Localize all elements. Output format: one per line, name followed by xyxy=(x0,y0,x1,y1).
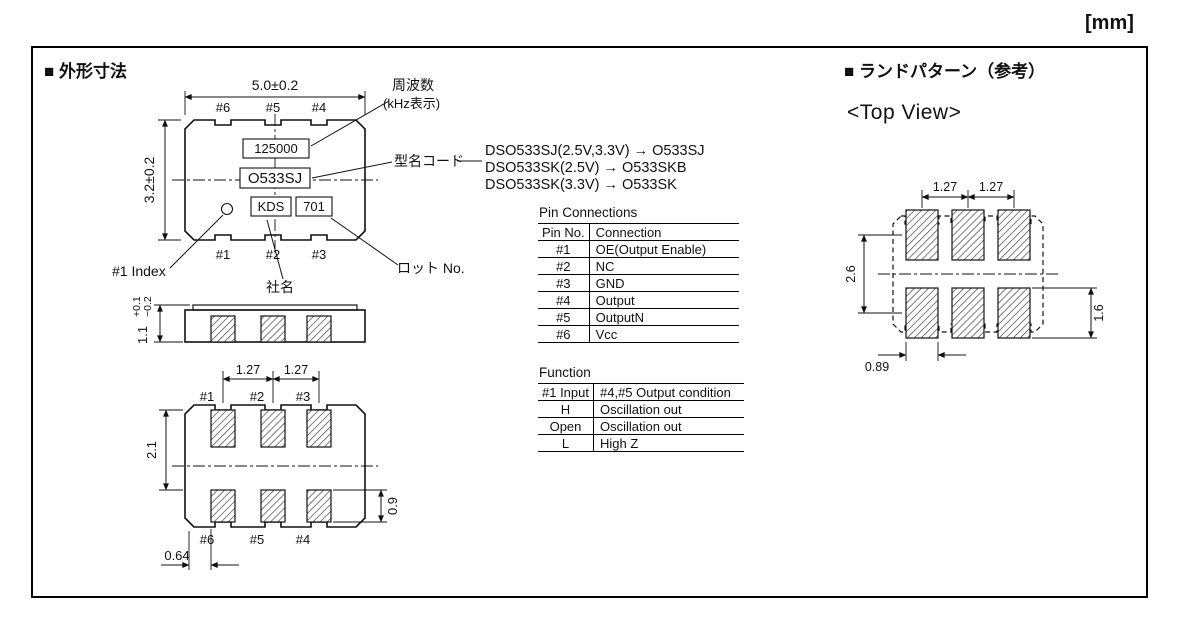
table-header-row: Pin No. Connection xyxy=(538,223,740,241)
section-title-outline: ■ 外形寸法 xyxy=(44,62,127,81)
top-view-label: <Top View> xyxy=(847,101,962,124)
output-condition-header: #4,#5 Output condition xyxy=(593,383,744,401)
connection-header: Connection xyxy=(589,223,740,241)
model-code-mapping: DSO533SJ(2.5V,3.3V) → O533SJ DSO533SK(2.… xyxy=(485,143,705,194)
pin-no-header: Pin No. xyxy=(538,223,590,241)
function-block: Function #1 Input #4,#5 Output condition… xyxy=(538,365,744,452)
input-header: #1 Input xyxy=(538,383,594,401)
units-label: [mm] xyxy=(1085,12,1134,34)
table-header-row: #1 Input #4,#5 Output condition xyxy=(538,383,744,401)
model-code-line: DSO533SK(3.3V) → O533SK xyxy=(485,177,677,193)
function-title: Function xyxy=(539,365,591,380)
model-code-line: DSO533SK(2.5V) → O533SKB xyxy=(485,160,687,176)
section-title-land-pattern: ■ ランドパターン（参考） xyxy=(844,62,1046,81)
model-code-line: DSO533SJ(2.5V,3.3V) → O533SJ xyxy=(485,143,705,159)
pin-connections-title: Pin Connections xyxy=(539,205,638,220)
